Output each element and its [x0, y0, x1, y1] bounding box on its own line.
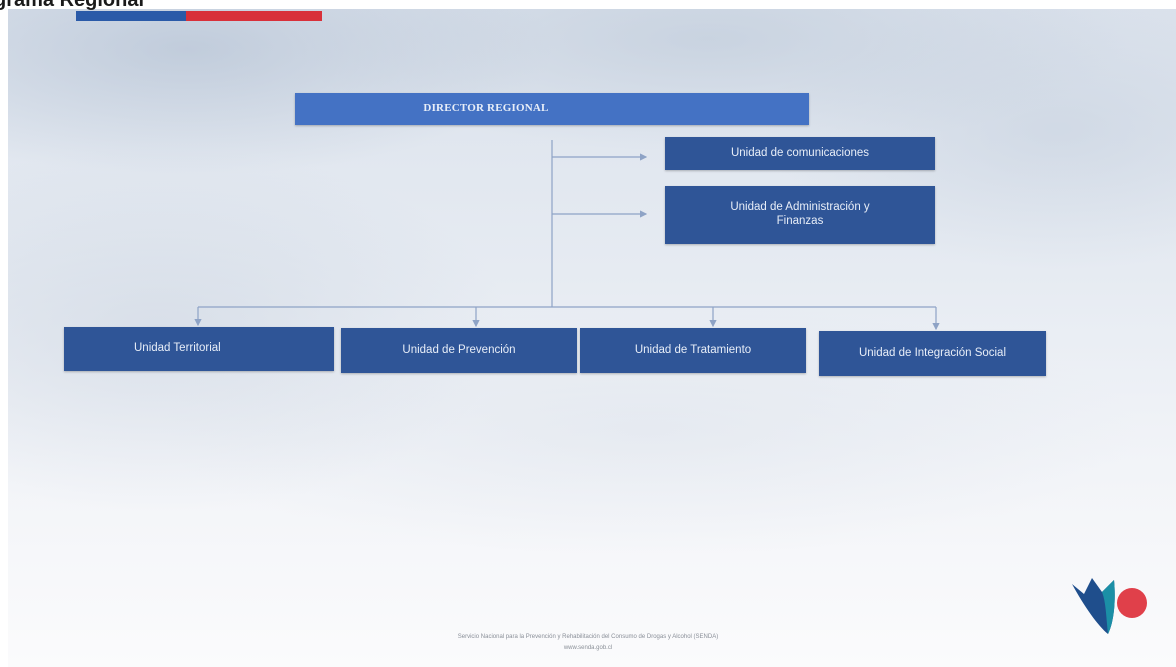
page-title: grama Regional [0, 0, 145, 11]
unit-comunicaciones-box: Unidad de comunicaciones [665, 137, 935, 170]
unit-tratamiento-box: Unidad de Tratamiento [580, 328, 806, 373]
flag-stripe-red [186, 11, 322, 21]
unit-administracion-box: Unidad de Administración y Finanzas [665, 186, 935, 244]
footer-website: www.senda.gob.cl [563, 645, 613, 651]
footer-organization: Servicio Nacional para la Prevención y R… [457, 634, 719, 640]
flag-stripe-blue [76, 11, 186, 21]
unit-prevencion-box: Unidad de Prevención [341, 328, 577, 373]
unit-integracion-box: Unidad de Integración Social [819, 331, 1046, 376]
unit-territorial-box: Unidad Territorial [64, 327, 334, 371]
director-regional-box: DIRECTOR REGIONAL [295, 93, 809, 125]
senda-logo-icon [1072, 578, 1147, 634]
